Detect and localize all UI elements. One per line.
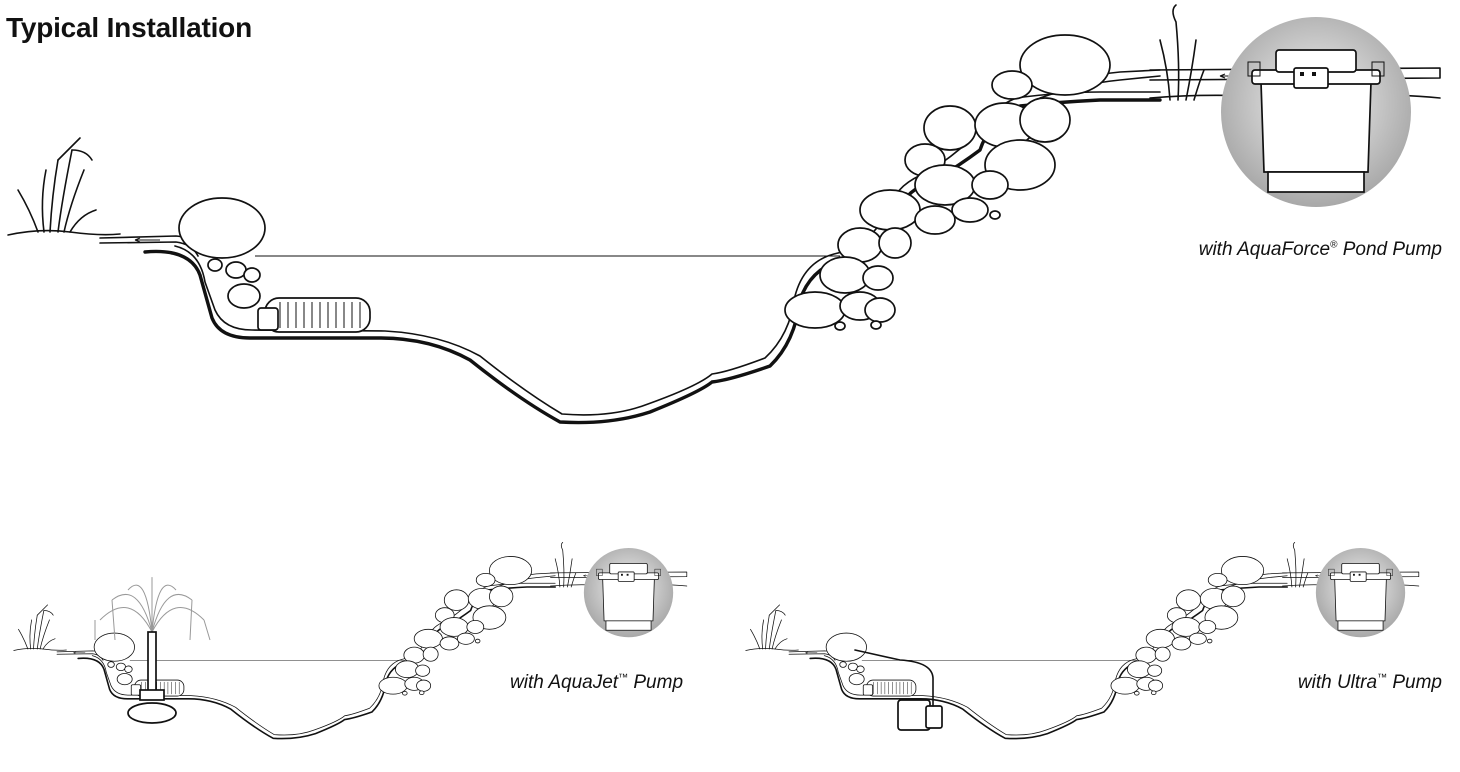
caption-aquajet-prefix: with AquaJet <box>510 672 619 693</box>
diagram-ultra <box>744 541 1420 740</box>
diagram-aquaforce <box>6 3 1442 425</box>
caption-ultra: with Ultra™ Pump <box>1298 672 1442 694</box>
caption-aquajet: with AquaJet™ Pump <box>510 672 683 694</box>
trademark-mark: ™ <box>618 672 629 684</box>
caption-aquaforce: with AquaForce® Pond Pump <box>1199 239 1442 261</box>
caption-ultra-prefix: with Ultra <box>1297 672 1378 693</box>
diagram-aquajet <box>12 541 688 740</box>
caption-aquaforce-suffix: Pond Pump <box>1337 239 1442 260</box>
caption-aquajet-suffix: Pump <box>628 672 684 693</box>
fountain-spray-icon <box>94 577 211 724</box>
caption-ultra-suffix: Pump <box>1387 672 1442 693</box>
trademark-mark: ™ <box>1377 672 1388 684</box>
ultra-pump-icon <box>854 649 943 731</box>
caption-aquaforce-prefix: with AquaForce <box>1198 239 1331 260</box>
registered-mark: ® <box>1330 239 1338 251</box>
page-title: Typical Installation <box>6 12 252 43</box>
